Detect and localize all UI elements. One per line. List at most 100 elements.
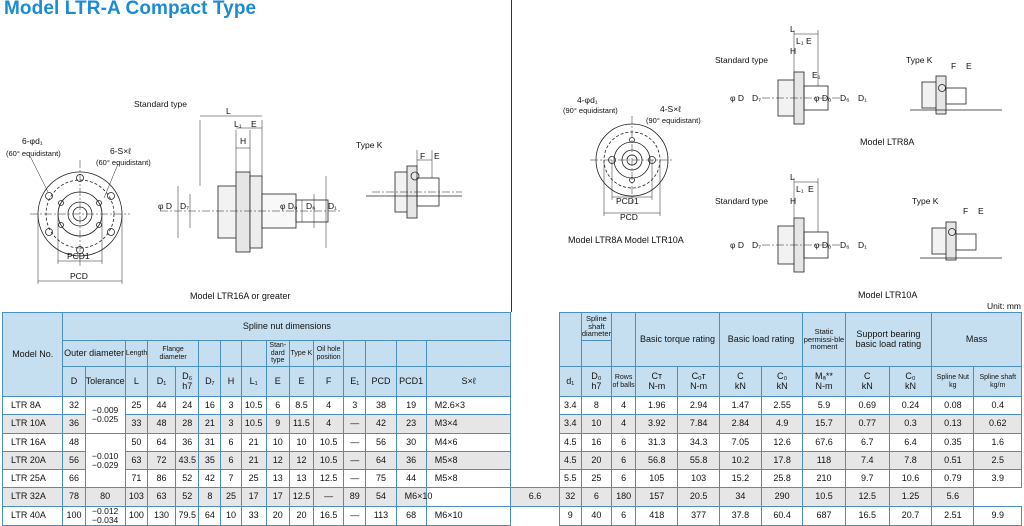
table-cell: 2.5 (973, 450, 1022, 471)
tolerance-cell: −0.009−0.025 (84, 396, 126, 434)
table-cell: 4.5 (558, 450, 582, 471)
table-cell: 7 (220, 469, 242, 489)
r10-type-k-label: Type K (912, 196, 939, 206)
r-holes-label: 4-φd₁ (577, 95, 598, 105)
table-cell: 20 (265, 505, 290, 526)
table-cell: 0.35 (931, 432, 975, 452)
r10-dim-E: E (808, 184, 814, 194)
table-cell: 5.6 (931, 487, 975, 507)
table-cell: 37.8 (718, 505, 763, 526)
table-cell: 13 (288, 469, 315, 489)
table-cell: 6 (220, 450, 242, 471)
table-cell: 0.13 (931, 414, 975, 434)
table-cell: 34 (718, 487, 763, 507)
th-D: D (62, 366, 86, 397)
table-cell: 8 (198, 487, 222, 507)
th-D7: D₇ (198, 366, 222, 397)
table-cell: M6×10 (425, 505, 512, 526)
th-gap (510, 312, 560, 397)
th-support-bearing: Support bearing basic load rating (844, 312, 933, 367)
table-cell: 7.05 (718, 432, 763, 452)
gap-cell (510, 469, 560, 488)
left-front-view-drawing (29, 115, 462, 284)
table-cell: 32 (558, 487, 582, 507)
r-tap-note: (90° equidistant) (646, 116, 701, 125)
th-mass: Mass (931, 312, 1022, 367)
table-cell: 5.9 (802, 395, 846, 416)
table-cell: 0.69 (844, 395, 890, 416)
table-cell: 418 (635, 505, 679, 526)
table-cell: 16.5 (313, 505, 345, 526)
th-flange-diameter: Flange diameter (146, 340, 200, 367)
table-cell: 20 (288, 505, 315, 526)
table-cell: 7.8 (888, 450, 933, 471)
tolerance-cell: −0.012−0.034 (84, 505, 126, 526)
r8-dim-E-k: E (966, 61, 972, 71)
caption-ltr8a-10a: Model LTR8A Model LTR10A (568, 235, 684, 245)
table-cell: 25 (124, 395, 148, 416)
table-cell: 20 (580, 450, 613, 471)
table-cell: 21 (198, 414, 222, 434)
table-cell: 67.6 (802, 432, 846, 452)
th-F: F (313, 366, 345, 397)
table-cell: 30 (395, 432, 427, 452)
table-cell: 1.6 (973, 432, 1022, 452)
gap-cell (510, 433, 560, 452)
dim-D6: D₆ (306, 201, 316, 211)
dim-F: F (420, 151, 426, 161)
table-cell: 66 (62, 469, 86, 489)
table-cell: 31 (198, 432, 222, 452)
tolerance-upper: −0.012 (92, 505, 119, 516)
th-blank-2 (220, 340, 242, 367)
dim-phiD: φ D (158, 201, 173, 211)
table-cell: 10.5 (802, 487, 846, 507)
table-cell: 6 (611, 432, 637, 452)
r8-dim-D0: φ D₀ (814, 93, 832, 103)
table-cell: 33 (124, 414, 148, 434)
r10-dim-F: F (963, 206, 969, 216)
table-cell: 3.9 (973, 469, 1022, 489)
table-cell: M5×8 (425, 469, 512, 489)
table-cell: 10 (580, 414, 613, 434)
table-cell: 43.5 (175, 450, 200, 471)
table-cell: 25.8 (761, 469, 804, 489)
gap-cell (510, 451, 560, 470)
r10-dim-D7: D₇ (752, 240, 762, 250)
r-pcd1-label: PCD1 (616, 196, 639, 206)
tolerance-cell: −0.010−0.029 (84, 432, 126, 489)
th-oil-hole: Oil hole position (313, 340, 345, 367)
r8-dim-L: L (790, 24, 795, 34)
table-cell: 86 (146, 469, 177, 489)
table-cell: 21 (240, 432, 267, 452)
table-cell: 25 (240, 469, 267, 489)
table-cell: — (343, 414, 367, 434)
table-cell: 20.7 (888, 505, 933, 526)
table-cell: 75 (365, 469, 397, 489)
th-D1: D₁ (146, 366, 177, 397)
table-cell: 210 (802, 469, 846, 489)
caption-ltr8a: Model LTR8A (860, 137, 915, 147)
table-cell: 105 (635, 469, 679, 489)
th-PCD1: PCD1 (395, 366, 427, 397)
table-cell: 4 (313, 414, 345, 434)
table-cell: 6 (611, 450, 637, 471)
r8-dim-L1: L₁ (796, 36, 804, 46)
table-cell: 1.25 (888, 487, 933, 507)
table-cell: 50 (124, 432, 148, 452)
r8-dim-H: H (790, 46, 797, 56)
table-cell: 7.4 (844, 450, 890, 471)
table-cell: 25 (220, 487, 242, 507)
table-cell: 21 (240, 450, 267, 471)
r10-dim-D6: D₆ (840, 240, 850, 250)
table-cell: M3×4 (425, 414, 512, 434)
table-cell: 42 (365, 414, 397, 434)
table-cell: 52 (175, 487, 200, 507)
holes-label: 6-φd₁ (22, 136, 43, 146)
table-cell: 2.51 (931, 505, 975, 526)
r8-standard-type-label: Standard type (715, 55, 768, 65)
panel-divider (511, 0, 512, 312)
table-cell: 10 (265, 432, 290, 452)
